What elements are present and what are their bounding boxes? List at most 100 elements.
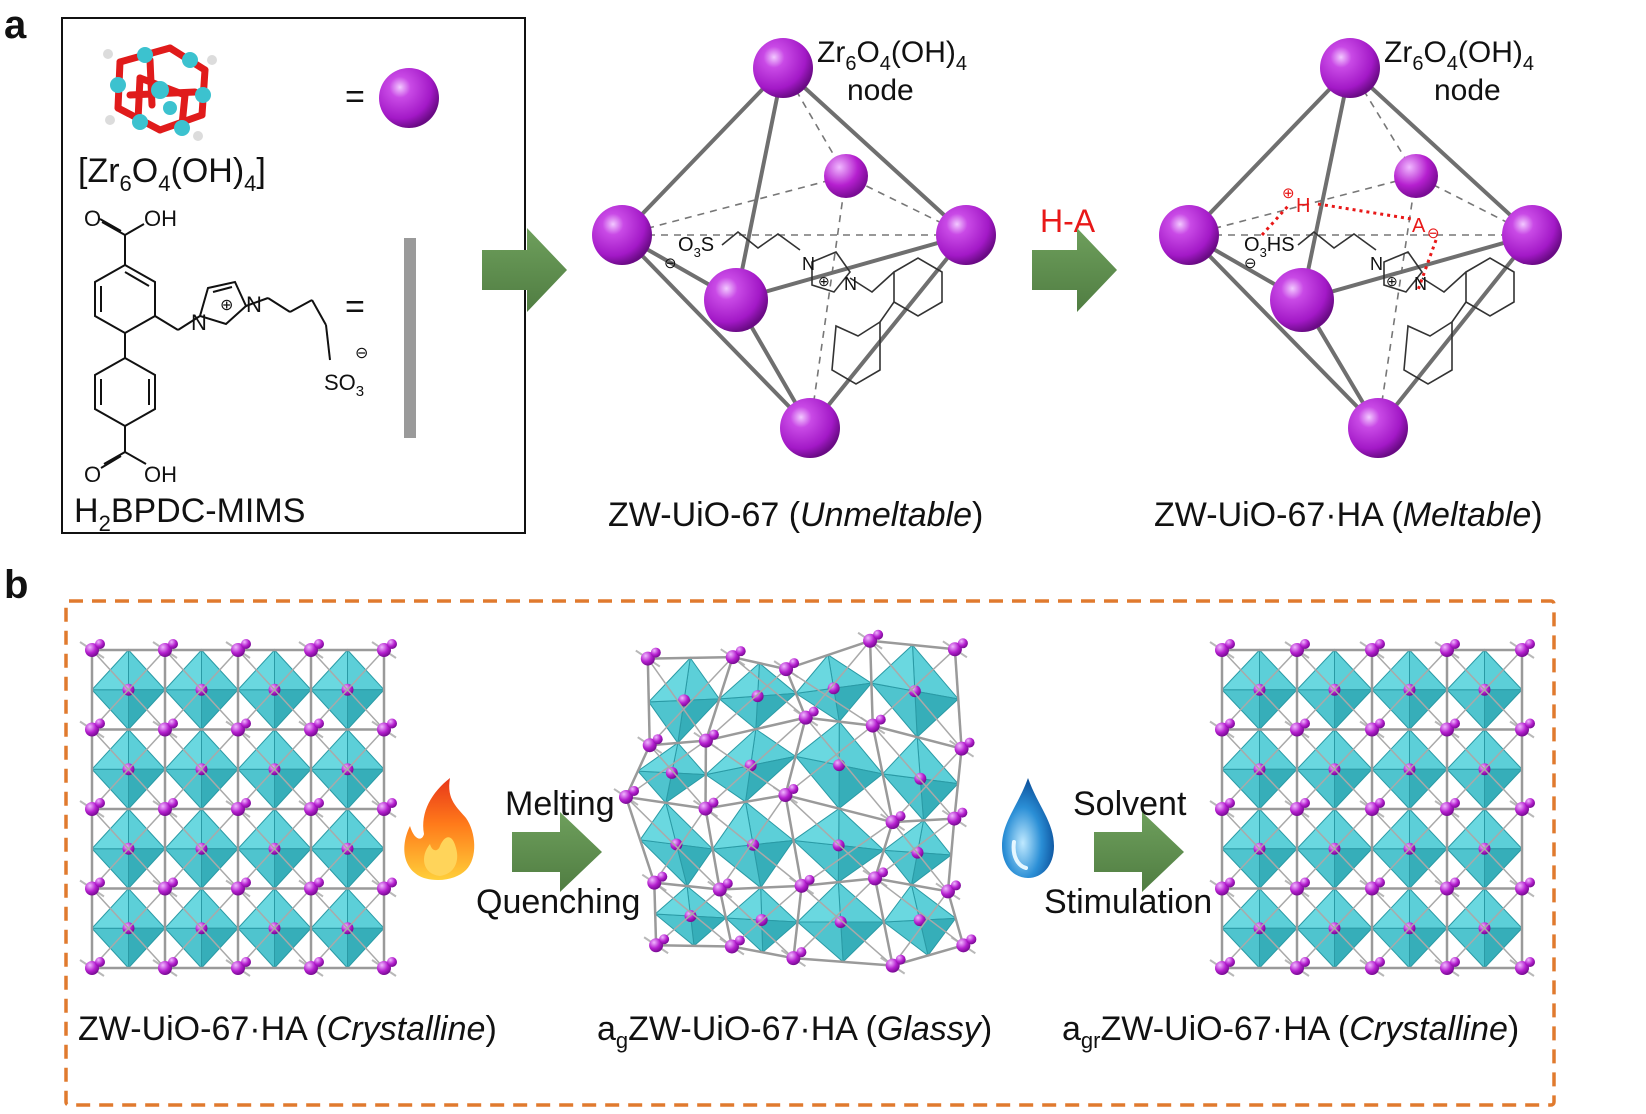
bond <box>873 821 894 879</box>
lattice-node <box>796 947 807 958</box>
bond <box>874 817 955 879</box>
bond <box>719 888 794 959</box>
lattice-node <box>895 954 906 965</box>
bond <box>872 724 962 750</box>
chem-oh-top: OH <box>144 206 177 231</box>
lattice-node <box>875 714 886 725</box>
bond <box>705 668 787 742</box>
lattice-node <box>798 710 813 725</box>
bond <box>237 808 312 890</box>
ha-label: H-A <box>1040 203 1096 239</box>
arrow-melting <box>512 812 602 892</box>
lattice-node <box>954 741 969 756</box>
lattice-node <box>1450 877 1460 888</box>
octahedron-meltable: H ⊕ A ⊖ O3HS ⊖ N N ⊕ <box>1159 38 1562 458</box>
lattice-node <box>387 718 397 729</box>
bond <box>785 793 893 824</box>
lattice-node <box>314 877 324 888</box>
bond <box>792 877 876 959</box>
h-label: H <box>1296 195 1310 217</box>
lattice-node <box>231 722 245 737</box>
bond <box>625 740 707 798</box>
lattice-node <box>231 961 245 975</box>
lattice-node <box>1300 798 1310 808</box>
lattice-node <box>1215 802 1229 816</box>
right-n2: N <box>1414 274 1427 294</box>
lattice-node <box>751 690 764 703</box>
octahedron-face <box>653 885 692 917</box>
lattice-glassy <box>613 629 977 975</box>
lattice-node <box>779 662 794 677</box>
lattice-node <box>1375 798 1385 808</box>
bond <box>1296 728 1373 810</box>
h-plus: ⊕ <box>1282 185 1295 202</box>
node-back <box>1394 154 1438 198</box>
left-n1: N <box>802 254 815 274</box>
lattice-node <box>158 643 172 657</box>
octahedron-face <box>794 653 835 695</box>
bond <box>653 808 707 884</box>
lattice-node <box>304 643 318 657</box>
lattice-node <box>168 639 178 649</box>
lattice-node <box>387 957 397 967</box>
lattice-node <box>1225 877 1235 888</box>
lattice-node <box>1515 722 1529 737</box>
lattice-node <box>649 938 664 953</box>
lattice-node <box>1225 957 1235 967</box>
lattice-node <box>1525 639 1535 649</box>
lattice-node <box>1375 718 1385 729</box>
bond <box>237 887 312 969</box>
lattice-node <box>1440 643 1454 657</box>
lattice-node <box>873 629 884 640</box>
lattice-node <box>304 722 318 737</box>
lattice-node <box>85 802 99 816</box>
lattice-crystalline <box>79 639 397 977</box>
lattice-node <box>1450 639 1460 649</box>
bond <box>624 796 656 884</box>
bond <box>784 668 807 719</box>
lattice-node <box>868 871 883 886</box>
bond <box>310 887 385 969</box>
octahedron-face <box>724 886 763 921</box>
lattice-node <box>231 643 245 657</box>
bond <box>237 728 312 810</box>
lattice-node <box>724 939 739 954</box>
bond <box>718 889 734 947</box>
bond <box>647 658 707 742</box>
lattice-node <box>1450 798 1460 808</box>
bond <box>731 945 794 960</box>
octahedron-face <box>794 720 840 766</box>
lattice-node <box>95 877 105 888</box>
lattice-node <box>744 759 757 772</box>
bond <box>872 648 956 727</box>
octahedron-face <box>914 690 960 739</box>
bond <box>647 655 733 660</box>
lattice-node <box>1290 881 1304 896</box>
bond <box>1296 887 1373 969</box>
bond <box>873 878 894 966</box>
caption-glassy: agZW-UiO-67·HA (Glassy) <box>597 1010 992 1053</box>
lattice-node <box>1450 957 1460 967</box>
lattice-node <box>629 785 640 796</box>
chem-o-bottom: O <box>84 462 101 487</box>
bond <box>805 716 873 727</box>
lattice-node <box>834 916 847 929</box>
lattice-node <box>1365 722 1379 737</box>
bond <box>784 794 803 887</box>
lattice-node <box>1225 718 1235 729</box>
o3hs-label: O3HS <box>1244 234 1295 260</box>
lattice-node <box>241 877 251 888</box>
lattice-node <box>1440 961 1454 975</box>
lattice-bonds <box>1220 648 1524 970</box>
o3hs-minus: ⊖ <box>1244 255 1257 272</box>
bond <box>784 725 874 796</box>
lattice-node <box>794 878 809 893</box>
bond <box>805 717 894 823</box>
bond <box>91 808 166 890</box>
quenching-label: Quenching <box>476 883 640 921</box>
lattice-node <box>1365 802 1379 816</box>
lattice-node <box>885 958 900 973</box>
bond <box>784 717 807 796</box>
node-top <box>1320 38 1380 98</box>
bond <box>892 748 963 823</box>
